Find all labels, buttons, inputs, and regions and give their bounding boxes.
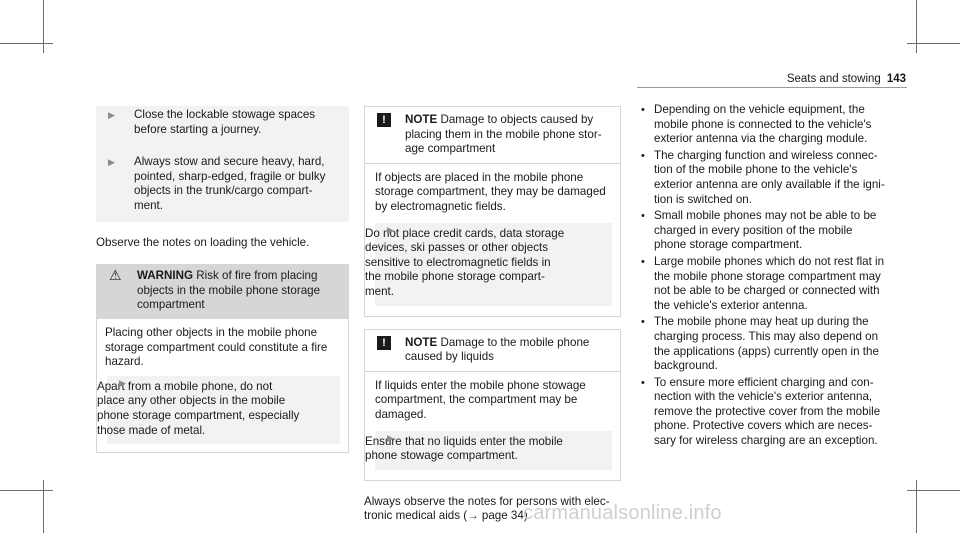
list-item: • Depending on the vehicle equipment, th… <box>641 103 872 146</box>
list-item: • The charging function and wireless con… <box>641 148 885 206</box>
instruction-step: ▶ Always stow and secure heavy, hard, po… <box>96 155 343 213</box>
note-header: ! NOTE Damage to the mobile phone caused… <box>365 330 620 372</box>
left-column: ▶ Close the lockable stowage spaces befo… <box>96 106 349 454</box>
bullet-dot-icon: • <box>641 316 645 329</box>
instruction-step: ▶ Close the lockable stowage spaces befo… <box>96 108 343 137</box>
note-label: NOTE <box>405 113 438 126</box>
play-arrow-icon: ▶ <box>108 110 115 120</box>
warning-header: ⚠ WARNING Risk of fire from placing obje… <box>97 265 348 319</box>
crop-mark <box>0 490 53 491</box>
note-box: ! NOTE Damage to objects caused by placi… <box>364 106 621 317</box>
bullet-dot-icon: • <box>641 255 645 268</box>
list-item: • Small mobile phones may not be able to… <box>641 209 877 252</box>
note-body: If liquids enter the mobile phone stowag… <box>375 378 586 421</box>
middle-column: ! NOTE Damage to objects caused by placi… <box>364 106 621 524</box>
crop-mark <box>907 490 960 491</box>
play-arrow-icon: ▶ <box>108 157 115 168</box>
step-text: Do not place credit cards, data storage … <box>365 226 565 298</box>
page-reference-link[interactable]: tronic medical aids (→ page 34). <box>364 509 531 523</box>
warning-title: Risk of fire from placing <box>196 269 318 283</box>
exclamation-square-icon: ! <box>377 335 391 350</box>
list-item: • Large mobile phones which do not rest … <box>641 254 885 312</box>
step-text: Ensure that no liquids enter the mobile … <box>365 434 563 463</box>
note-header: ! NOTE Damage to objects caused by placi… <box>365 107 620 164</box>
step-text: Always stow and secure heavy, hard, poin… <box>134 155 326 212</box>
bullet-dot-icon: • <box>641 376 645 389</box>
running-header: Seats and stowing 143 <box>787 72 906 87</box>
step-text: Apart from a mobile phone, do not place … <box>97 379 300 437</box>
note-label: NOTE <box>405 335 438 349</box>
warning-label: WARNING <box>137 269 194 283</box>
bullet-dot-icon: • <box>641 210 645 223</box>
list-item: • To ensure more efficient charging and … <box>641 375 881 448</box>
crop-mark <box>43 0 44 53</box>
bullet-dot-icon: • <box>641 149 645 162</box>
instruction-step: ▶ Do not place credit cards, data storag… <box>365 222 612 306</box>
step-text: Close the lockable stowage spaces before… <box>134 108 316 136</box>
play-arrow-icon: ▶ <box>387 432 394 443</box>
exclamation-square-icon: ! <box>377 113 391 127</box>
header-rule <box>637 87 907 88</box>
medical-aids-note: Always observe the notes for persons wit… <box>364 494 610 523</box>
warning-body: Placing other objects in the mobile phon… <box>105 325 328 369</box>
list-item: • The mobile phone may heat up during th… <box>641 315 879 373</box>
play-arrow-icon: ▶ <box>119 377 126 388</box>
instruction-step: ▶ Ensure that no liquids enter the mobil… <box>365 430 612 470</box>
bullet-dot-icon: • <box>641 104 645 116</box>
watermark: carmanualsonline.info <box>523 502 722 524</box>
play-arrow-icon: ▶ <box>387 224 394 235</box>
crop-mark <box>43 480 44 533</box>
instruction-steps-box: ▶ Close the lockable stowage spaces befo… <box>96 106 349 222</box>
crop-mark <box>916 480 917 533</box>
note-title: Damage to the mobile phone <box>440 335 590 349</box>
crop-mark <box>0 43 53 44</box>
note-title: Damage to objects caused by <box>440 113 594 126</box>
page-number: 143 <box>886 73 906 85</box>
crop-mark <box>907 43 960 44</box>
section-title: Seats and stowing <box>786 73 881 85</box>
warning-box: ⚠ WARNING Risk of fire from placing obje… <box>96 264 349 454</box>
crop-mark <box>916 0 917 53</box>
note-body: If objects are placed in the mobile phon… <box>375 170 606 213</box>
observe-notes-text: Observe the notes on loading the vehicle… <box>96 235 310 249</box>
instruction-step: ▶ Apart from a mobile phone, do not plac… <box>97 375 340 445</box>
right-column: • Depending on the vehicle equipment, th… <box>640 103 908 451</box>
note-box: ! NOTE Damage to the mobile phone caused… <box>364 328 621 481</box>
warning-triangle-icon: ⚠ <box>109 267 122 284</box>
